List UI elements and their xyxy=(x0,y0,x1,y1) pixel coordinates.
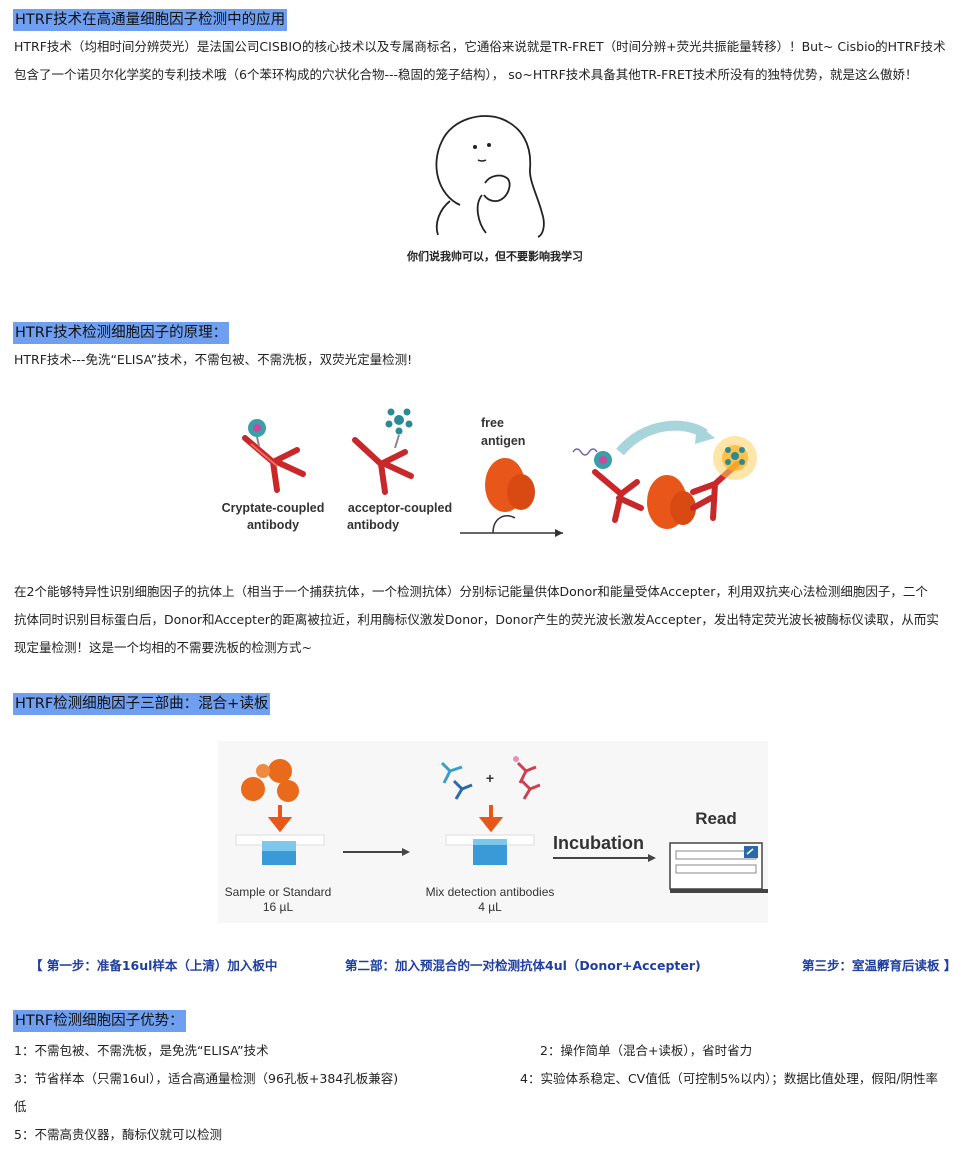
mix-volume: 4 µL xyxy=(478,900,502,914)
bound-acceptor-antibody-icon xyxy=(690,436,757,521)
section-heading-application: HTRF技术在高通量细胞因子检测中的应用 xyxy=(13,9,288,31)
advantage-5: 5：不需高贵仪器，酶标仪就可以检测 xyxy=(14,1127,222,1142)
meme-hand xyxy=(483,174,511,202)
sample-down-arrow xyxy=(267,805,293,833)
meme-mouth xyxy=(477,159,487,162)
principle-line-1: 在2个能够特异性识别细胞因子的抗体上（相当于一个捕获抗体，一个检测抗体）分别标记… xyxy=(14,584,928,599)
plus-sign: + xyxy=(486,770,494,786)
meme-figure-body-left xyxy=(435,200,451,236)
plate-reader-icon xyxy=(669,842,768,893)
advantage-4: 4：实验体系稳定、CV值低（可控制5%以内）；数据比值处理，假阳/阴性率 xyxy=(520,1071,939,1086)
meme-caption: 你们说我帅可以，但不要影响我学习 xyxy=(406,249,583,263)
free-antigen-icon xyxy=(485,458,535,512)
advantage-1: 1：不需包被、不需洗板，是免洗“ELISA”技术 xyxy=(14,1043,269,1058)
free-antigen-label-1: free xyxy=(481,416,504,430)
sample-spheres-icon xyxy=(241,759,299,802)
sample-well-icon xyxy=(235,834,325,865)
mix-down-arrow xyxy=(478,805,504,833)
mix-well-icon xyxy=(445,834,535,865)
sample-volume: 16 µL xyxy=(263,900,294,914)
acceptor-antibody-icon xyxy=(352,408,414,495)
bound-antigen-icon xyxy=(647,475,696,529)
excitation-wave xyxy=(572,448,598,456)
mix-label: Mix detection antibodies xyxy=(426,885,555,899)
cryptate-label-2: antibody xyxy=(247,518,299,532)
meme-eye-left xyxy=(473,145,477,149)
intro-line-2: 包含了一个诺贝尔化学奖的专利技术哦（6个苯环构成的穴状化合物---稳固的笼子结构… xyxy=(14,67,918,82)
meme-illustration: 你们说我帅可以，但不要影响我学习 xyxy=(406,115,583,263)
bound-donor-antibody-icon xyxy=(592,451,644,523)
meme-eye-right xyxy=(487,143,491,147)
principle-subtitle: HTRF技术---免洗“ELISA”技术，不需包被、不需洗板，双荧光定量检测! xyxy=(14,352,413,367)
workflow-step-3: 第三步：室温孵育后读板 】 xyxy=(802,958,957,973)
free-antigen-label-2: antigen xyxy=(481,434,525,448)
cryptate-antibody-icon xyxy=(242,419,306,493)
acceptor-label-1: acceptor-coupled xyxy=(348,501,452,515)
section-heading-principle: HTRF技术检测细胞因子的原理： xyxy=(13,322,230,344)
fret-arc-arrow xyxy=(616,420,708,456)
htrf-principle-diagram: Cryptate-coupled antibody acceptor-coupl… xyxy=(222,408,757,537)
workflow-diagram: Sample or Standard 16 µL + Mix detection… xyxy=(218,741,768,923)
intro-paragraph: HTRF技术（均相时间分辨荧光）是法国公司CISBIO的核心技术以及专属商标名，… xyxy=(14,33,969,89)
incubation-label: Incubation xyxy=(553,833,644,853)
advantage-2: 2：操作简单（混合+读板），省时省力 xyxy=(540,1043,753,1058)
detection-antibodies-icon xyxy=(440,756,541,800)
sample-label: Sample or Standard xyxy=(225,885,332,899)
advantage-4-continued: 低 xyxy=(14,1099,27,1114)
section-heading-workflow: HTRF检测细胞因子三部曲：混合+读板 xyxy=(13,693,271,715)
acceptor-label-2: antibody xyxy=(347,518,399,532)
section-heading-advantages: HTRF检测细胞因子优势： xyxy=(13,1010,186,1032)
principle-paragraph: 在2个能够特异性识别细胞因子的抗体上（相当于一个捕获抗体，一个检测抗体）分别标记… xyxy=(14,578,969,662)
advantage-3: 3：节省样本（只需16ul），适合高通量检测（96孔板+384孔板兼容) xyxy=(14,1071,399,1086)
workflow-step-1: 【 第一步：准备16ul样本（上清）加入板中 xyxy=(30,958,278,973)
meme-figure-outline xyxy=(435,115,545,238)
principle-line-2: 抗体同时识别目标蛋白后，Donor和Accepter的距离被拉近，利用酶标仪激发… xyxy=(14,612,939,627)
read-label: Read xyxy=(695,809,737,828)
workflow-step-2: 第二部：加入预混合的一对检测抗体4ul（Donor+Accepter) xyxy=(345,958,701,973)
intro-line-1: HTRF技术（均相时间分辨荧光）是法国公司CISBIO的核心技术以及专属商标名，… xyxy=(14,39,946,54)
cryptate-label-1: Cryptate-coupled xyxy=(222,501,325,515)
meme-arm xyxy=(476,194,487,234)
principle-line-3: 现定量检测！这是一个均相的不需要洗板的检测方式~ xyxy=(14,640,312,655)
